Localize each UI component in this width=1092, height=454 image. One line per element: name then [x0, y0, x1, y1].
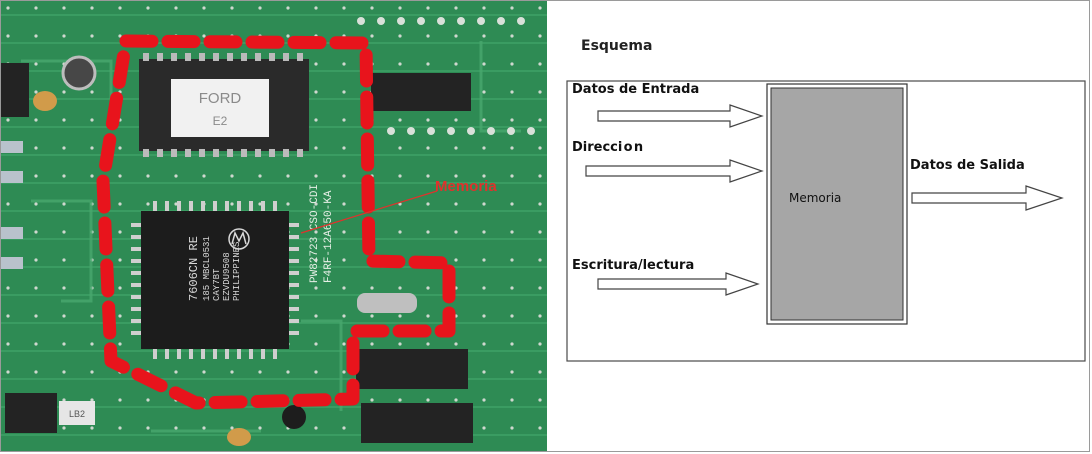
svg-text:PW82723 CSO-CDI: PW82723 CSO-CDI — [309, 184, 321, 283]
schema-title: Esquema — [581, 38, 652, 54]
memory-block-label: Memoria — [789, 191, 841, 205]
svg-text:CAY7BT: CAY7BT — [212, 268, 222, 301]
capacitor — [63, 57, 95, 89]
memory-callout-label: Memoria — [435, 178, 497, 195]
svg-text:EZVDU9508: EZVDU9508 — [222, 252, 232, 301]
memory-schematic — [566, 80, 1086, 362]
capacitor-label: LB2 — [69, 409, 85, 419]
input-label-datos-entrada: Datos de Entrada — [572, 82, 699, 97]
input-label-escritura-lectura: Escritura/lectura — [572, 258, 694, 273]
input-label-direccion: Direcci o n — [572, 140, 643, 155]
output-label-datos-salida: Datos de Salida — [910, 158, 1025, 173]
circuit-board-photo: FORD E2 LB2 — [1, 1, 547, 451]
svg-text:7606CN RE: 7606CN RE — [187, 236, 201, 301]
svg-text:185 MBCL0531: 185 MBCL0531 — [202, 236, 212, 301]
schematic-drawing — [566, 80, 1086, 362]
circuit-board-drawing: FORD E2 LB2 — [1, 1, 547, 451]
eprom-label: FORD — [199, 90, 242, 107]
svg-text:PHILIPPINES: PHILIPPINES — [232, 242, 242, 301]
svg-text:F4RF-12A650-KA: F4RF-12A650-KA — [323, 190, 335, 283]
eprom-sublabel: E2 — [213, 114, 228, 128]
